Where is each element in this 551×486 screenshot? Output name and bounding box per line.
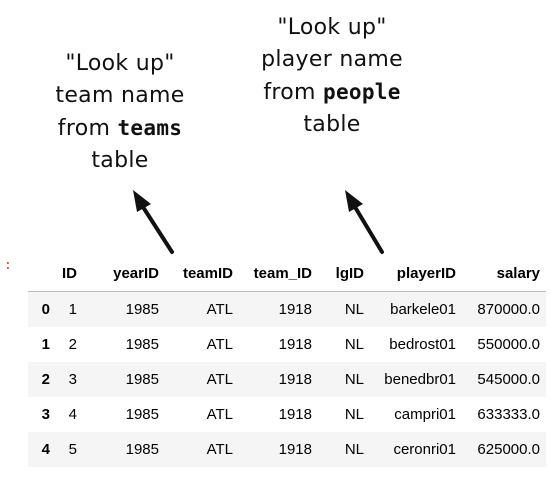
cell-lgid: NL — [344, 371, 364, 388]
cell-yearid: 1985 — [125, 406, 159, 423]
annotation-line: player name — [261, 47, 403, 72]
cell-playerid: campri01 — [394, 406, 456, 423]
annotation-code: people — [323, 80, 401, 104]
cell-yearid: 1985 — [125, 441, 159, 458]
cell-yearid: 1985 — [125, 336, 159, 353]
annotation-line: table — [91, 148, 149, 173]
cell-id: 1 — [68, 301, 77, 318]
row-index: 0 — [41, 301, 50, 318]
cell-teamid: ATL — [206, 441, 233, 458]
cell-team-id: 1918 — [278, 371, 312, 388]
annotation-line: team name — [55, 83, 185, 108]
cell-playerid: bedrost01 — [389, 336, 456, 353]
cell-output-prompt: : — [4, 258, 12, 273]
annotation-line: "Look up" — [65, 51, 175, 76]
column-header-salary: salary — [462, 256, 546, 292]
cell-salary: 633333.0 — [477, 406, 540, 423]
cell-teamid: ATL — [206, 406, 233, 423]
annotation-text: from — [263, 80, 324, 105]
annotation-line: "Look up" — [277, 15, 387, 40]
cell-playerid: ceronri01 — [393, 441, 456, 458]
table-row: 2 3 1985 ATL 1918 NL benedbr01 545000.0 — [28, 362, 546, 397]
cell-salary: 625000.0 — [477, 441, 540, 458]
table-row: 3 4 1985 ATL 1918 NL campri01 633333.0 — [28, 397, 546, 432]
cell-team-id: 1918 — [278, 406, 312, 423]
annotation-teams-lookup: "Look up" team name from teams table — [20, 48, 220, 177]
cell-salary: 550000.0 — [477, 336, 540, 353]
cell-lgid: NL — [344, 336, 364, 353]
cell-yearid: 1985 — [125, 371, 159, 388]
row-index: 1 — [41, 336, 50, 353]
column-header-teamid: teamID — [165, 256, 239, 292]
row-index: 3 — [41, 406, 50, 423]
cell-teamid: ATL — [206, 371, 233, 388]
cell-playerid: barkele01 — [390, 301, 456, 318]
column-header-playerid: playerID — [370, 256, 462, 292]
cell-lgid: NL — [344, 406, 364, 423]
cell-id: 4 — [68, 406, 77, 423]
row-index: 4 — [41, 441, 50, 458]
cell-team-id: 1918 — [278, 336, 312, 353]
table-row: 1 2 1985 ATL 1918 NL bedrost01 550000.0 — [28, 327, 546, 362]
arrow-to-playerid-icon — [345, 190, 384, 254]
annotation-line: from teams — [20, 112, 220, 145]
arrow-to-teamid-icon — [133, 190, 174, 254]
annotation-code: teams — [117, 116, 183, 140]
cell-id: 5 — [68, 441, 77, 458]
annotation-people-lookup: "Look up" player name from people table — [232, 12, 432, 141]
cell-lgid: NL — [344, 301, 364, 318]
cell-id: 3 — [68, 371, 77, 388]
cell-yearid: 1985 — [125, 301, 159, 318]
table-row: 4 5 1985 ATL 1918 NL ceronri01 625000.0 — [28, 432, 546, 467]
row-index: 2 — [41, 371, 50, 388]
table-header-row: ID yearID teamID team_ID lgID playerID s… — [28, 256, 546, 292]
column-header-index — [28, 256, 56, 292]
annotation-text: from — [57, 116, 118, 141]
cell-lgid: NL — [344, 441, 364, 458]
annotation-line: table — [303, 112, 361, 137]
cell-teamid: ATL — [206, 336, 233, 353]
cell-id: 2 — [68, 336, 77, 353]
cell-team-id: 1918 — [278, 301, 312, 318]
column-header-lgid: lgID — [318, 256, 370, 292]
cell-salary: 545000.0 — [477, 371, 540, 388]
cell-teamid: ATL — [206, 301, 233, 318]
dataframe-table: ID yearID teamID team_ID lgID playerID s… — [28, 256, 546, 467]
column-header-yearid: yearID — [83, 256, 165, 292]
column-header-team-id: team_ID — [239, 256, 318, 292]
cell-salary: 870000.0 — [477, 301, 540, 318]
column-header-id: ID — [56, 256, 83, 292]
cell-team-id: 1918 — [278, 441, 312, 458]
annotation-line: from people — [232, 76, 432, 109]
table-row: 0 1 1985 ATL 1918 NL barkele01 870000.0 — [28, 291, 546, 327]
cell-playerid: benedbr01 — [384, 371, 456, 388]
